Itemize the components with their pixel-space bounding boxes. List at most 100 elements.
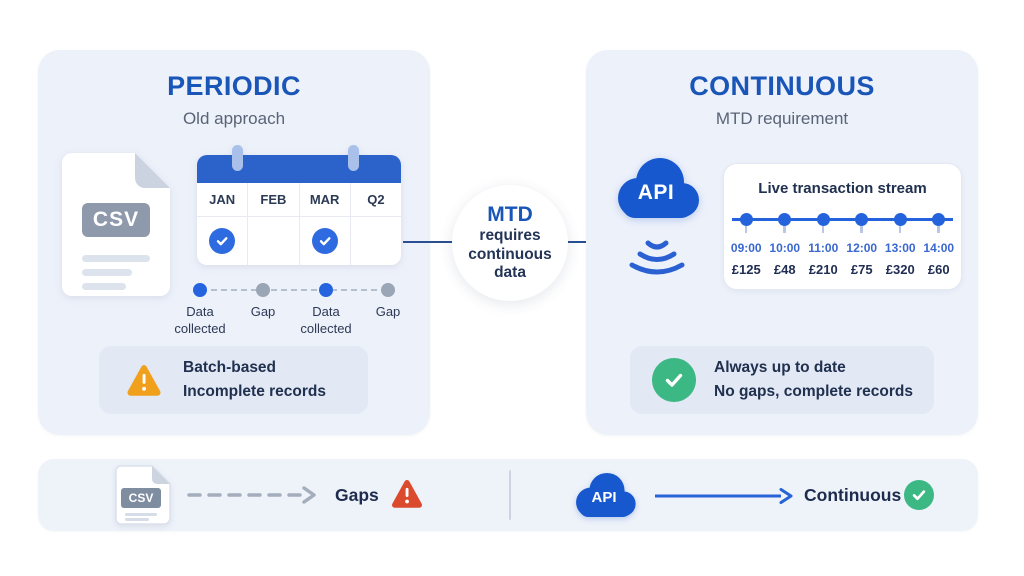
summary-bar: CSV Gaps API	[38, 459, 978, 531]
stream-time: 11:00	[808, 241, 839, 255]
continuous-panel: CONTINUOUS MTD requirement API	[586, 50, 978, 435]
signal-waves-icon	[629, 240, 685, 275]
stream-time: 13:00	[884, 241, 916, 255]
dashed-arrow-icon	[187, 486, 316, 504]
stream-time: 09:00	[730, 241, 762, 255]
stream-amount: £60	[927, 262, 950, 277]
stream-title: Live transaction stream	[758, 180, 927, 197]
document-text-line	[125, 513, 157, 516]
csv-file-icon: CSV	[62, 153, 170, 296]
stream-amount: £48	[773, 262, 796, 277]
stream-amount: £210	[808, 262, 838, 277]
calendar-month: JAN	[197, 183, 249, 216]
document-text-line	[82, 255, 150, 262]
error-triangle-icon	[392, 480, 422, 508]
stream-times-row: 09:00 10:00 11:00 12:00 13:00 14:00	[724, 241, 961, 255]
benefit-text: Always up to date No gaps, complete reco…	[714, 356, 913, 404]
warning-line-1: Batch-based	[183, 358, 277, 376]
document-text-line	[125, 518, 149, 521]
timeline-label: Gap	[250, 304, 276, 319]
calendar-check-row	[197, 217, 401, 265]
stream-dot-cell	[843, 213, 882, 233]
timeline-dot-gap	[381, 283, 395, 297]
divider	[509, 470, 511, 520]
timeline-dot-gap	[256, 283, 270, 297]
stream-amount: £125	[731, 262, 761, 277]
calendar-month: Q2	[367, 192, 385, 207]
api-badge: API	[591, 489, 617, 506]
warning-box: Batch-based Incomplete records	[99, 346, 368, 414]
document-text-line	[82, 283, 126, 290]
stream-dot	[816, 213, 830, 233]
connector-line-left	[403, 241, 453, 243]
warning-line-2: Incomplete records	[183, 383, 326, 400]
check-icon	[209, 228, 236, 254]
stream-amounts-row: £125 £48 £210 £75 £320 £60	[724, 262, 961, 277]
mtd-title: MTD	[487, 202, 533, 226]
timeline-dot-data	[319, 283, 333, 297]
stream-time: 10:00	[769, 241, 801, 255]
mtd-callout-circle: MTD requires continuous data	[452, 185, 568, 301]
timeline-dashed-line	[201, 289, 387, 291]
stream-dot	[932, 213, 946, 233]
document-text-line	[82, 269, 132, 276]
calendar-month: FEB	[248, 183, 300, 216]
calendar-month: MAR	[300, 183, 351, 216]
periodic-panel: PERIODIC Old approach CSV JAN FEB MAR	[38, 50, 430, 435]
stream-time: 14:00	[923, 241, 955, 255]
calendar-body: JAN FEB MAR Q2	[197, 183, 401, 265]
stream-dots-row	[724, 213, 961, 233]
gaps-label: Gaps	[335, 484, 379, 505]
stream-dot-cell	[727, 213, 766, 233]
timeline-label: Gap	[375, 304, 401, 319]
stream-timeline-line	[732, 218, 953, 221]
benefit-box: Always up to date No gaps, complete reco…	[630, 346, 934, 414]
calendar-check-cell	[351, 217, 401, 265]
api-cloud-icon: API	[608, 154, 704, 222]
calendar-icon: JAN FEB MAR Q2	[197, 145, 401, 265]
api-badge: API	[637, 181, 675, 204]
benefit-line-1: Always up to date	[714, 358, 846, 376]
stream-dot	[855, 213, 869, 233]
timeline-dot-data	[193, 283, 207, 297]
stream-dot-cell	[881, 213, 920, 233]
stream-dot	[893, 213, 907, 233]
csv-badge: CSV	[121, 488, 161, 508]
success-check-icon	[652, 358, 696, 402]
calendar-month-row: JAN FEB MAR Q2	[197, 183, 401, 217]
continuous-subtitle: MTD requirement	[715, 109, 849, 128]
warning-triangle-icon	[127, 365, 161, 396]
calendar-check-cell	[248, 217, 300, 265]
mtd-text: requires continuous data	[468, 226, 552, 282]
calendar-header	[197, 155, 401, 183]
stream-amount: £320	[885, 262, 915, 277]
stream-dot-cell	[766, 213, 805, 233]
continuous-title: CONTINUOUS	[689, 71, 875, 101]
csv-file-icon-small: CSV	[115, 465, 171, 525]
calendar-check-cell	[300, 217, 351, 265]
check-icon	[311, 228, 338, 254]
calendar-check-cell	[197, 217, 249, 265]
continuous-label: Continuous	[804, 484, 902, 505]
api-cloud-icon-small: API	[568, 470, 640, 520]
cloud-shape	[576, 472, 636, 518]
live-stream-card: Live transaction stream 09:00 10:00 11:0…	[723, 163, 962, 290]
periodic-subtitle: Old approach	[182, 109, 286, 128]
stream-time: 12:00	[846, 241, 878, 255]
solid-arrow-icon	[655, 488, 793, 504]
calendar-hanger	[348, 145, 359, 171]
calendar-hanger	[232, 145, 243, 171]
periodic-title: PERIODIC	[167, 71, 301, 101]
stream-dot-cell	[920, 213, 959, 233]
timeline-label: Data collected	[300, 304, 352, 336]
success-check-icon	[904, 480, 934, 510]
cloud-shape	[618, 158, 699, 218]
timeline-label: Data collected	[174, 304, 226, 336]
stream-amount: £75	[850, 262, 873, 277]
stream-dot	[739, 213, 753, 233]
warning-text: Batch-based Incomplete records	[183, 356, 326, 404]
stream-dot-cell	[804, 213, 843, 233]
stream-dot	[778, 213, 792, 233]
benefit-line-2: No gaps, complete records	[714, 383, 913, 400]
